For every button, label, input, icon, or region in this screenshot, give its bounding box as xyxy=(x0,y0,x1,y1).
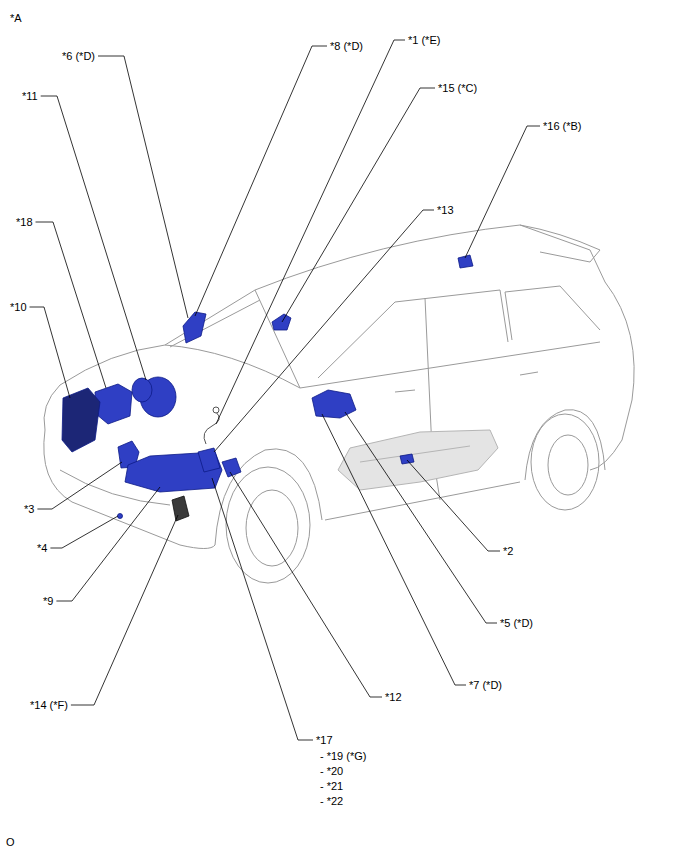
vehicle-outline xyxy=(165,225,605,345)
leader-line xyxy=(37,462,122,509)
component xyxy=(312,390,356,418)
leader-line xyxy=(30,307,70,398)
vehicle-outline xyxy=(531,414,599,510)
callout-number: *18 xyxy=(16,215,33,229)
control-module xyxy=(172,496,189,521)
callout-number: - *22 xyxy=(320,794,343,808)
callout-number: O xyxy=(6,835,15,849)
callout-number: *7 (*D) xyxy=(469,678,502,692)
callout-number: *2 xyxy=(503,544,513,558)
component xyxy=(198,448,220,472)
vehicle-outline xyxy=(590,282,634,470)
callout-number: *10 xyxy=(10,300,27,314)
leader-line xyxy=(465,126,540,258)
callout-number: *13 xyxy=(437,203,454,217)
leader-line xyxy=(36,222,106,388)
leader-line xyxy=(322,414,466,685)
vehicle-outline xyxy=(44,225,634,583)
component xyxy=(400,454,414,464)
leader-line xyxy=(50,516,118,548)
callout-number: *1 (*E) xyxy=(408,33,440,47)
callout-number: *16 (*B) xyxy=(543,119,582,133)
vehicle-outline xyxy=(548,435,588,495)
vehicle-outline xyxy=(520,225,600,262)
callout-number: *9 xyxy=(43,594,53,608)
component xyxy=(132,378,152,402)
leader-line xyxy=(212,478,313,740)
vehicle-outline xyxy=(246,490,298,566)
leader-line xyxy=(345,412,497,623)
vehicle-outline xyxy=(255,290,300,388)
vehicle-outline xyxy=(318,290,508,378)
fuel-tank xyxy=(338,430,498,490)
vehicle-outline xyxy=(226,467,310,583)
vehicle-outline xyxy=(525,410,605,480)
vehicle-outline xyxy=(505,286,600,340)
callout-number: - *20 xyxy=(320,764,343,778)
leader-line xyxy=(216,40,405,424)
callout-number: *8 (*D) xyxy=(330,39,363,53)
vehicle-outline xyxy=(170,300,260,347)
sensor-wire xyxy=(213,407,219,413)
component xyxy=(62,255,473,519)
callout-number: *5 (*D) xyxy=(500,616,533,630)
control-module xyxy=(172,496,189,521)
callout-number: *17 xyxy=(316,733,333,747)
component xyxy=(62,388,100,452)
callout-number: *4 xyxy=(37,541,47,555)
leader-line xyxy=(56,487,160,601)
leader-line xyxy=(41,96,146,380)
vehicle-outline xyxy=(325,482,520,520)
callout-number: *12 xyxy=(385,690,402,704)
fuel-tank xyxy=(338,430,498,490)
vehicle-outline xyxy=(60,345,300,388)
callout-number: - *19 (*G) xyxy=(320,749,366,763)
component xyxy=(183,312,206,343)
callout-number: *A xyxy=(10,11,22,25)
sensor-wire xyxy=(204,412,219,444)
vehicle-outline xyxy=(300,342,600,388)
callout-number: *11 xyxy=(22,89,38,103)
leader-line xyxy=(71,515,178,705)
component xyxy=(118,514,123,519)
leader-line xyxy=(214,210,434,452)
vehicle-outline xyxy=(44,385,60,430)
callout-number: *6 (*D) xyxy=(62,49,95,63)
leader-line xyxy=(195,46,327,316)
callout-number: *3 xyxy=(24,502,34,516)
leader-line xyxy=(282,88,435,322)
callout-number: *15 (*C) xyxy=(438,81,477,95)
callout-number: *14 (*F) xyxy=(30,698,68,712)
leader-line xyxy=(230,472,382,697)
sensor-wire xyxy=(204,407,219,444)
component xyxy=(272,314,291,330)
vehicle-outline xyxy=(395,372,538,392)
component xyxy=(95,384,132,424)
leader-line xyxy=(98,56,188,318)
callout-number: - *21 xyxy=(320,779,343,793)
leader-line xyxy=(407,460,500,551)
